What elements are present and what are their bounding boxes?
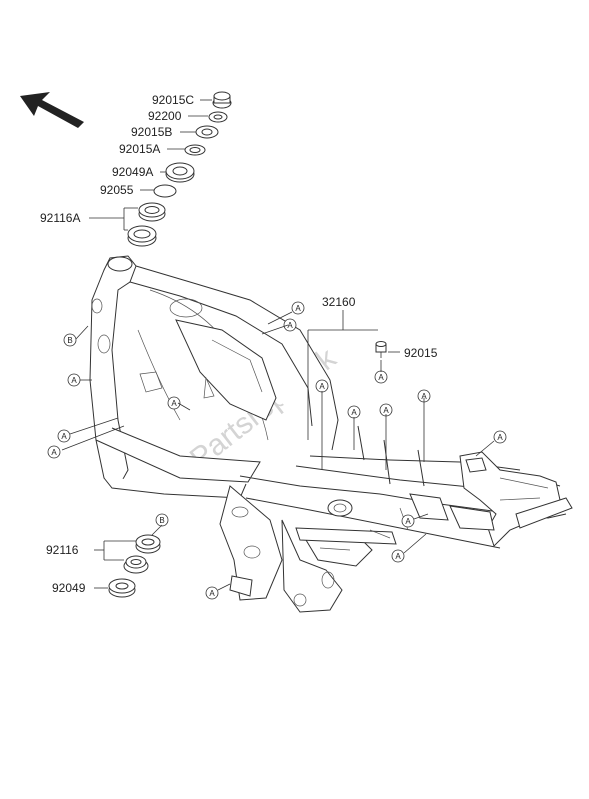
ref-label-a-7: A bbox=[319, 382, 325, 391]
ref-label-a-0: A bbox=[295, 304, 301, 313]
label-92200: 92200 bbox=[148, 109, 182, 123]
ref-label-a-6: A bbox=[51, 448, 57, 457]
direction-arrow-icon bbox=[20, 92, 84, 128]
label-92015B: 92015B bbox=[131, 125, 172, 139]
ref-marker-a-14 bbox=[205, 586, 219, 600]
ref-label-a-14: A bbox=[209, 589, 215, 598]
part-92116A-icon bbox=[127, 202, 166, 247]
label-92049A: 92049A bbox=[112, 165, 153, 179]
ref-label-a-8: A bbox=[351, 408, 357, 417]
part-92015A-icon bbox=[184, 144, 206, 156]
ref-label-a-15: A bbox=[378, 373, 384, 382]
ref-marker-a-5 bbox=[57, 429, 71, 443]
ref-label-a-1: A bbox=[287, 321, 293, 330]
ref-marker-a-0 bbox=[291, 301, 305, 315]
part-92049A-icon bbox=[165, 162, 195, 183]
ref-label-a-13: A bbox=[395, 552, 401, 561]
label-92015A: 92015A bbox=[119, 142, 160, 156]
part-92049-icon bbox=[108, 578, 136, 598]
ref-marker-b-2 bbox=[63, 333, 77, 347]
ref-label-a-11: A bbox=[497, 433, 503, 442]
ref-marker-a-13 bbox=[391, 549, 405, 563]
frame-icon bbox=[89, 255, 573, 613]
ref-label-a-4: A bbox=[171, 399, 177, 408]
label-92116A: 92116A bbox=[40, 211, 80, 225]
ref-marker-a-6 bbox=[47, 445, 61, 459]
ref-label-a-12: A bbox=[405, 517, 411, 526]
label-92049: 92049 bbox=[52, 581, 86, 595]
part-92055-icon bbox=[153, 184, 177, 198]
ref-label-a-3: A bbox=[71, 376, 77, 385]
label-32160: 32160 bbox=[322, 295, 356, 309]
label-92015: 92015 bbox=[404, 346, 438, 360]
ref-marker-a-4 bbox=[167, 396, 181, 410]
part-92015C-icon bbox=[212, 91, 232, 109]
ref-label-a-5: A bbox=[61, 432, 67, 441]
part-92116-icon bbox=[123, 534, 161, 574]
label-92015C: 92015C bbox=[152, 93, 194, 107]
ref-label-b-2: B bbox=[67, 336, 72, 345]
label-92055: 92055 bbox=[100, 183, 134, 197]
ref-label-b-16: B bbox=[159, 516, 164, 525]
ref-marker-b-16 bbox=[155, 513, 169, 527]
label-92116: 92116 bbox=[46, 543, 79, 557]
ref-marker-a-12 bbox=[401, 514, 415, 528]
part-92200-icon bbox=[208, 111, 228, 123]
ref-label-a-9: A bbox=[383, 406, 389, 415]
part-92015B-icon bbox=[195, 125, 219, 139]
ref-marker-a-11 bbox=[493, 430, 507, 444]
bolt-92015-icon bbox=[375, 341, 387, 358]
ref-label-a-10: A bbox=[421, 392, 427, 401]
ref-marker-a-1 bbox=[283, 318, 297, 332]
